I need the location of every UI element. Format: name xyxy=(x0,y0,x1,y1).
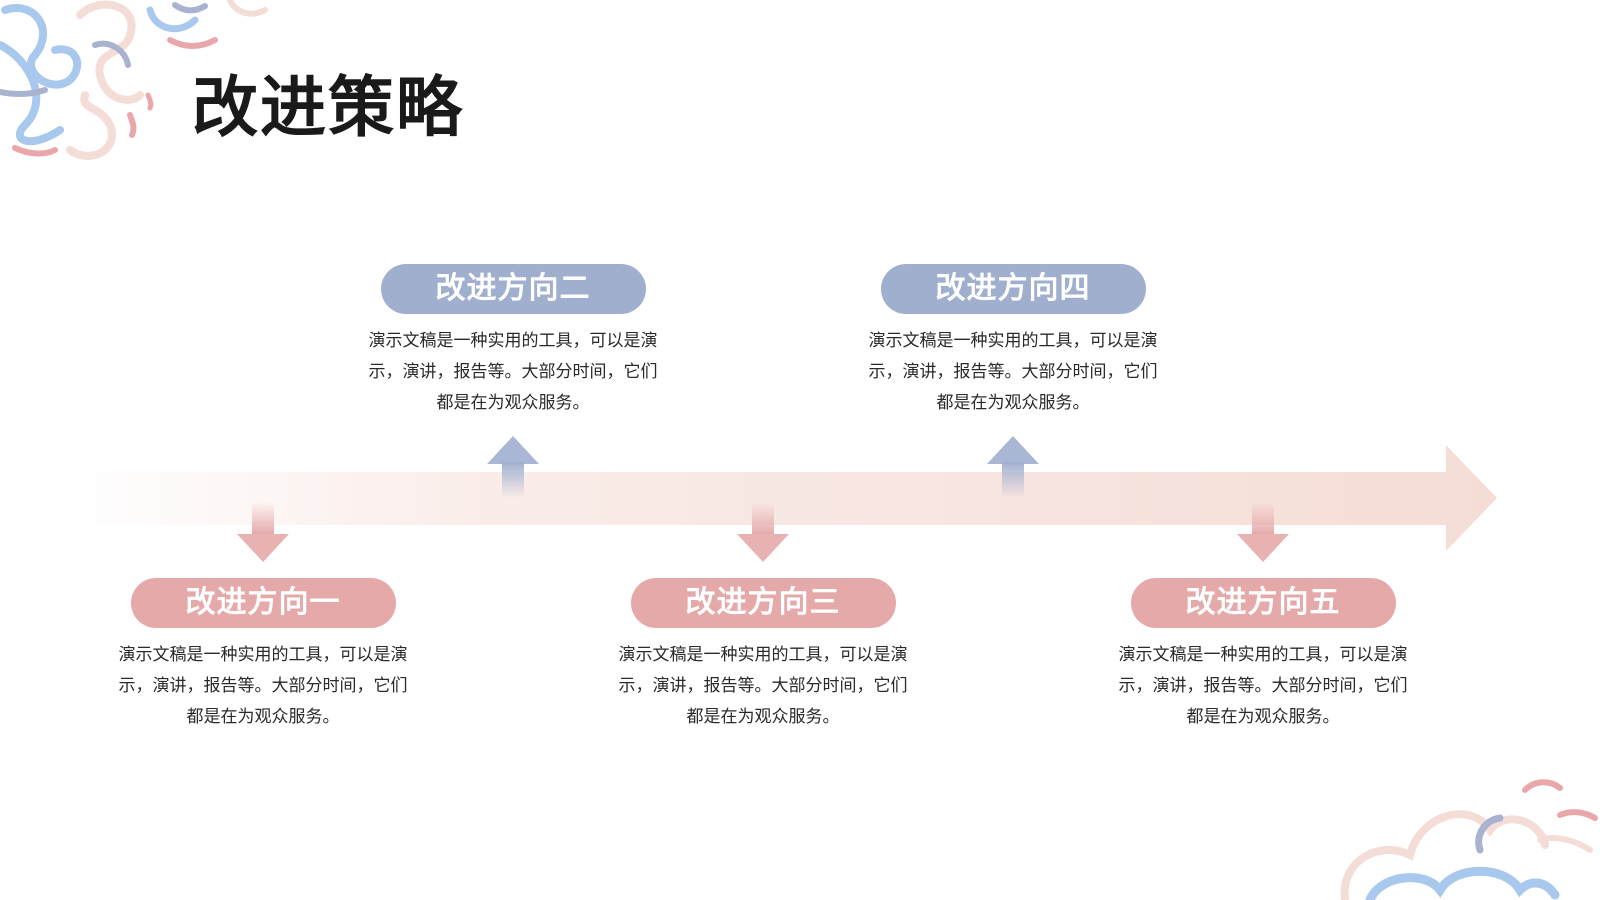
up-arrow-step-4 xyxy=(987,436,1039,498)
step-4-title: 改进方向四 xyxy=(880,264,1146,314)
step-2-title: 改进方向二 xyxy=(380,264,646,314)
step-2-description: 演示文稿是一种实用的工具，可以是演示，演讲，报告等。大部分时间，它们都是在为观众… xyxy=(368,331,658,413)
step-4-description: 演示文稿是一种实用的工具，可以是演示，演讲，报告等。大部分时间，它们都是在为观众… xyxy=(868,331,1158,413)
step-3-description: 演示文稿是一种实用的工具，可以是演示，演讲，报告等。大部分时间，它们都是在为观众… xyxy=(618,645,908,727)
step-4: 改进方向四 演示文稿是一种实用的工具，可以是演示，演讲，报告等。大部分时间，它们… xyxy=(863,264,1163,419)
step-5-description: 演示文稿是一种实用的工具，可以是演示，演讲，报告等。大部分时间，它们都是在为观众… xyxy=(1118,645,1408,727)
up-arrow-step-2 xyxy=(487,436,539,498)
step-3-title: 改进方向三 xyxy=(630,578,896,628)
main-timeline-arrow xyxy=(60,445,1497,551)
step-1: 改进方向一 演示文稿是一种实用的工具，可以是演示，演讲，报告等。大部分时间，它们… xyxy=(113,578,413,733)
decorative-doodle-top-left xyxy=(0,0,268,160)
step-1-title: 改进方向一 xyxy=(130,578,396,628)
step-1-description: 演示文稿是一种实用的工具，可以是演示，演讲，报告等。大部分时间，它们都是在为观众… xyxy=(118,645,408,727)
down-arrow-step-5 xyxy=(1237,502,1289,562)
step-5: 改进方向五 演示文稿是一种实用的工具，可以是演示，演讲，报告等。大部分时间，它们… xyxy=(1113,578,1413,733)
down-arrow-step-3 xyxy=(737,502,789,562)
step-5-title: 改进方向五 xyxy=(1130,578,1396,628)
step-3: 改进方向三 演示文稿是一种实用的工具，可以是演示，演讲，报告等。大部分时间，它们… xyxy=(613,578,913,733)
decorative-doodle-bottom-right xyxy=(1340,779,1598,900)
page-title: 改进策略 xyxy=(192,69,464,146)
down-arrow-step-1 xyxy=(237,502,289,562)
step-2: 改进方向二 演示文稿是一种实用的工具，可以是演示，演讲，报告等。大部分时间，它们… xyxy=(363,264,663,419)
